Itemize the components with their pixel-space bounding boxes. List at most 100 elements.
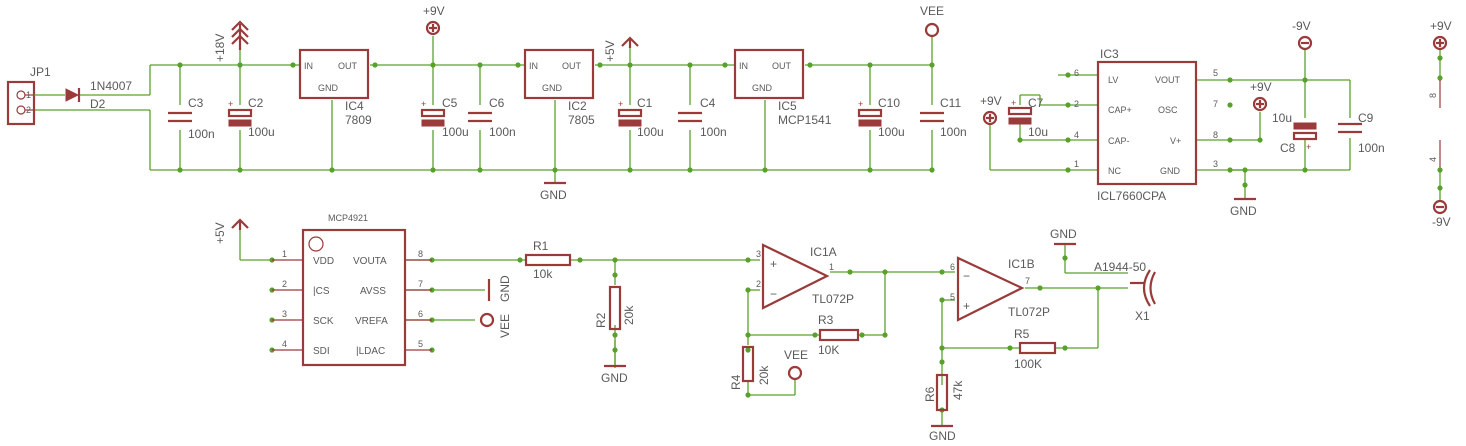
ic3-pin-capp: CAP+ (1108, 105, 1132, 115)
ic4-value: 7809 (345, 113, 372, 127)
jp1-pin1: 1 (26, 90, 31, 100)
jp1-connector: JP1 1 2 (6, 65, 65, 126)
ic1a-num-2: 2 (756, 279, 761, 289)
mcp-num-5: 5 (418, 339, 423, 349)
r6-value: 47k (951, 380, 965, 400)
ic3-num-3: 3 (1213, 159, 1218, 169)
vee-vrefa-label: VEE (498, 314, 512, 338)
plus5v-dac-label: +5V (213, 222, 227, 244)
c4-capacitor: C4 100n (678, 96, 727, 139)
opamp-power-pins: +9V 8 4 -9V (1428, 19, 1452, 229)
plus9v-ic3-left-symbol: +9V (980, 94, 1002, 126)
c3-label: C3 (188, 96, 204, 110)
c10-label: C10 (878, 96, 900, 110)
r6-label: R6 (923, 386, 937, 402)
ic5-out: OUT (772, 61, 792, 71)
r3-value: 10K (818, 343, 839, 357)
ic3-pin-gnd: GND (1160, 166, 1181, 176)
c4-label: C4 (700, 96, 716, 110)
c8-label: C8 (1280, 141, 1296, 155)
gnd-r6-label: GND (929, 429, 956, 443)
c9-label: C9 (1358, 111, 1374, 125)
svg-text:−: − (770, 287, 777, 301)
ic1b-value: TL072P (1008, 305, 1050, 319)
c7-value: 10u (1028, 125, 1048, 139)
ic1b-num-5: 5 (950, 292, 955, 302)
opamp-pin-8: 8 (1428, 93, 1438, 98)
mcp-num-7: 7 (418, 279, 423, 289)
plus9v-ic3-left-label: +9V (980, 94, 1002, 108)
plus9v-top-label: +9V (423, 4, 445, 18)
c2-capacitor: + C2 100u (227, 96, 275, 139)
ic5-value: MCP1541 (778, 113, 832, 127)
r2-resistor: R2 20k (594, 285, 636, 331)
svg-text:+: + (770, 257, 777, 271)
ic1b-num-7: 7 (1025, 276, 1030, 286)
ic3-pin-lv: LV (1108, 75, 1118, 85)
c10-value: 100u (878, 125, 905, 139)
plus18v-symbol: +18V (213, 20, 249, 62)
vee-top-label: VEE (920, 4, 944, 18)
c7-capacitor: + C7 10u (1007, 96, 1048, 139)
mcp-pin-avss: AVSS (360, 286, 386, 297)
ic3-value: ICL7660CPA (1097, 189, 1166, 203)
mcp-pin-cs: |CS (313, 286, 330, 297)
r3-resistor: R3 10K (818, 313, 860, 357)
ic3-num-5: 5 (1213, 68, 1218, 78)
gnd-ic3-symbol: GND (1230, 197, 1257, 218)
svg-text:−: − (963, 269, 970, 283)
gnd-r2-symbol: GND (601, 364, 628, 385)
power-junctions (177, 62, 935, 173)
d2-diode: 1N4007 D2 (65, 79, 132, 111)
r3-label: R3 (818, 313, 834, 327)
jp1-pin2: 2 (26, 105, 31, 115)
x1-jack: A1944-50 X1 (1094, 260, 1156, 323)
ic3-num-6: 6 (1074, 68, 1079, 78)
c6-capacitor: C6 100n (468, 96, 516, 139)
mcp-pin-vdd: VDD (313, 256, 334, 267)
gnd-avss-label: GND (498, 275, 512, 302)
mcp-num-6: 6 (418, 309, 423, 319)
ic1b-label: IC1B (1008, 257, 1035, 271)
ic4-out: OUT (338, 61, 358, 71)
ic5-label: IC5 (778, 99, 797, 113)
vee-vrefa-symbol: VEE (479, 312, 512, 338)
ic3-pin-vp: V+ (1170, 136, 1181, 146)
ic3-pin-capm: CAP- (1108, 136, 1130, 146)
ic1b-opamp: − + 6 5 7 IC1B TL072P (950, 256, 1050, 322)
mcp-pin-ldac: |LDAC (356, 346, 385, 357)
gnd-r2-label: GND (601, 371, 628, 385)
mcp-num-8: 8 (418, 249, 423, 259)
ic3-junctions (1017, 72, 1308, 188)
ic1a-num-3: 3 (756, 249, 761, 259)
c7-label: C7 (1028, 96, 1044, 110)
ic5-in: IN (739, 61, 748, 71)
ic1a-opamp: + − 3 2 1 IC1A TL072P (756, 243, 854, 310)
minus9v-top-label: -9V (1292, 19, 1311, 33)
c6-label: C6 (489, 96, 505, 110)
mcp-num-3: 3 (282, 309, 287, 319)
r4-value: 20k (757, 365, 771, 385)
r4-label: R4 (729, 374, 743, 390)
gnd-power-symbol: GND (540, 181, 567, 202)
plus5v-symbol: +5V (603, 36, 639, 62)
x1-type-label: A1944-50 (1094, 260, 1146, 274)
svg-text:+: + (858, 99, 863, 109)
c1-label: C1 (637, 96, 653, 110)
c2-label: C2 (248, 96, 264, 110)
c8-value: 10u (1272, 111, 1292, 125)
ic1b-num-6: 6 (950, 262, 955, 272)
plus5v-dac-symbol: +5V (213, 218, 249, 244)
ic2-out: OUT (562, 61, 582, 71)
ic4-gnd: GND (318, 83, 339, 93)
r1-value: 10k (533, 267, 553, 281)
mcp-num-1: 1 (282, 249, 287, 259)
mcp-num-2: 2 (282, 279, 287, 289)
r2-value: 20k (622, 305, 636, 325)
ic4-regulator: IN OUT GND IC4 7809 (298, 48, 372, 127)
c11-value: 100n (940, 125, 967, 139)
ic3-label: IC3 (1100, 47, 1119, 61)
d2-type-label: 1N4007 (90, 79, 132, 93)
c5-capacitor: + C5 100u (420, 96, 469, 139)
